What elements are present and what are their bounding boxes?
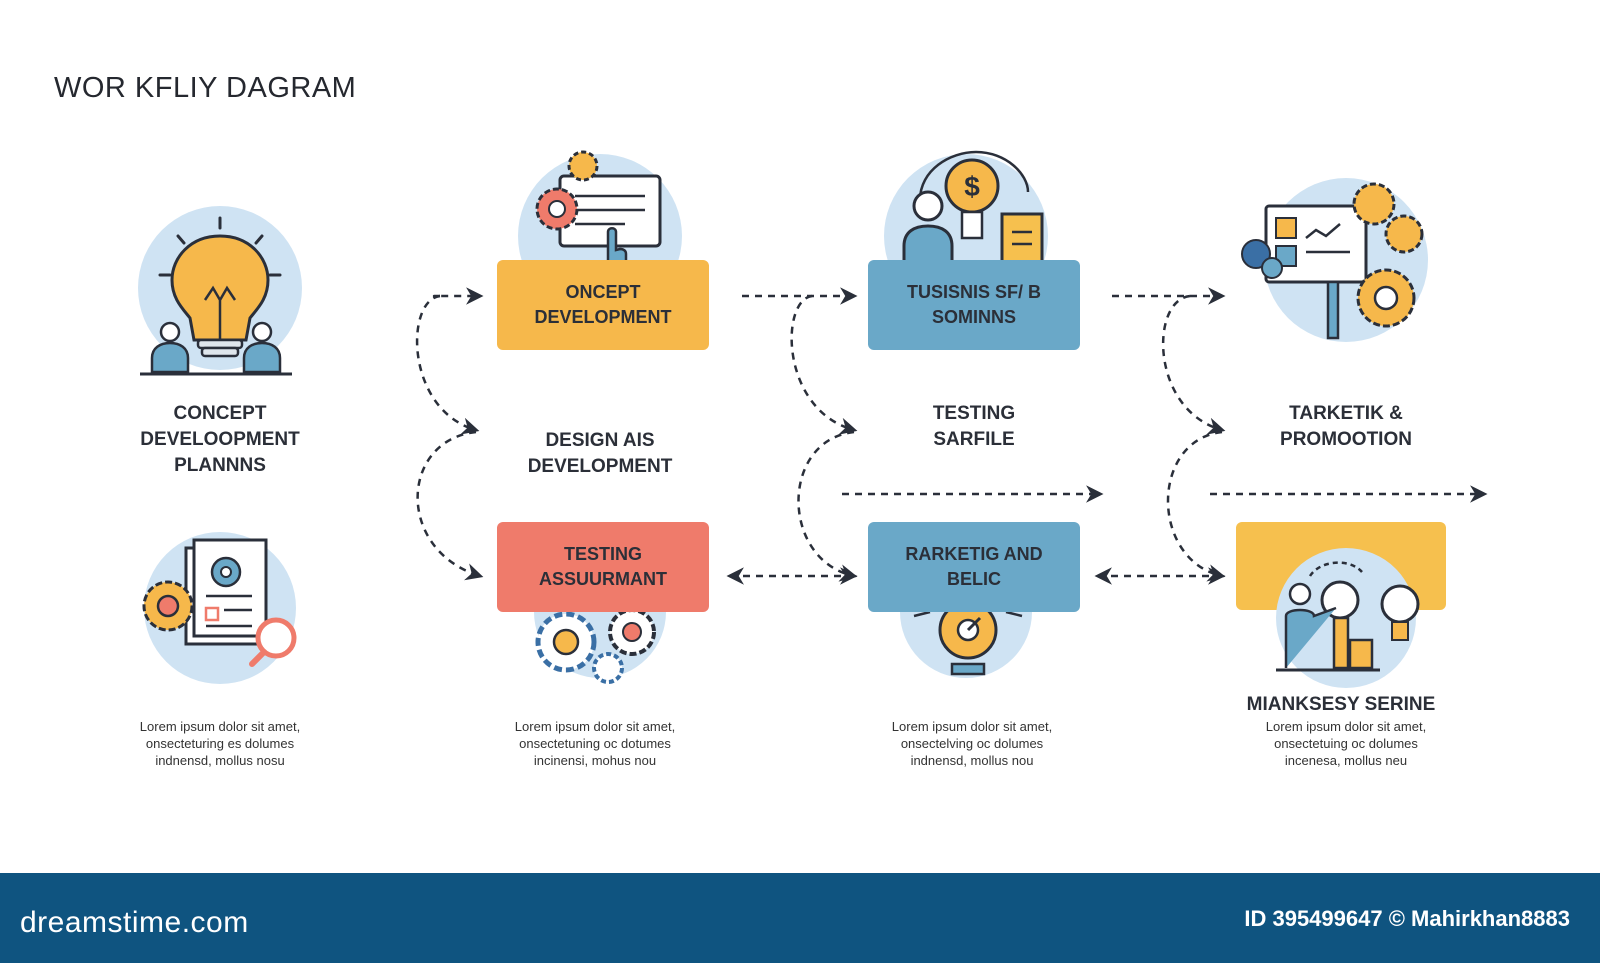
stage-label-concept: CONCEPT DEVELOOPMENT PLANNNS <box>140 403 300 476</box>
card-testing-assurmant: TESTING ASSUURMANT <box>497 522 709 612</box>
description-4: Lorem ipsum dolor sit amet, onsectetuing… <box>1265 719 1427 768</box>
footer-bar <box>0 873 1600 963</box>
lightbulb-people-icon <box>138 206 302 376</box>
presenter-bulbs-icon <box>1276 548 1420 688</box>
card-tusisnis: TUSISNIS SF/ B SOMINNS <box>868 260 1080 350</box>
bottom-right-heading: MIANKSESY SERINE <box>1246 694 1436 715</box>
dashboard-gears-icon <box>1241 178 1428 342</box>
page-title: WOR KFLIY DAGRAM <box>54 72 357 104</box>
footer-logo[interactable]: dreamstime.com <box>20 906 249 939</box>
footer-image-id: ID 395499647 © Mahirkhan8883 <box>1244 906 1570 931</box>
stage-label-design: DESIGN AIS DEVELOPMENT <box>527 430 673 477</box>
connector-arrows <box>415 287 1488 585</box>
stage-label-marketing: TARKETIK & PROMOOTION <box>1280 403 1412 450</box>
card-concept-development: ONCEPT DEVELOPMENT <box>497 260 709 350</box>
stage-label-testing: TESTING SARFILE <box>932 403 1016 450</box>
document-gears-icon <box>142 532 297 684</box>
description-3: Lorem ipsum dolor sit amet, onsectelving… <box>891 719 1053 768</box>
card-rarketig: RARKETIG AND BELIC <box>868 522 1080 612</box>
svg-text:$: $ <box>964 171 980 202</box>
description-1: Lorem ipsum dolor sit amet, onsecteturin… <box>139 719 301 768</box>
description-2: Lorem ipsum dolor sit amet, onsectetunin… <box>514 719 676 768</box>
